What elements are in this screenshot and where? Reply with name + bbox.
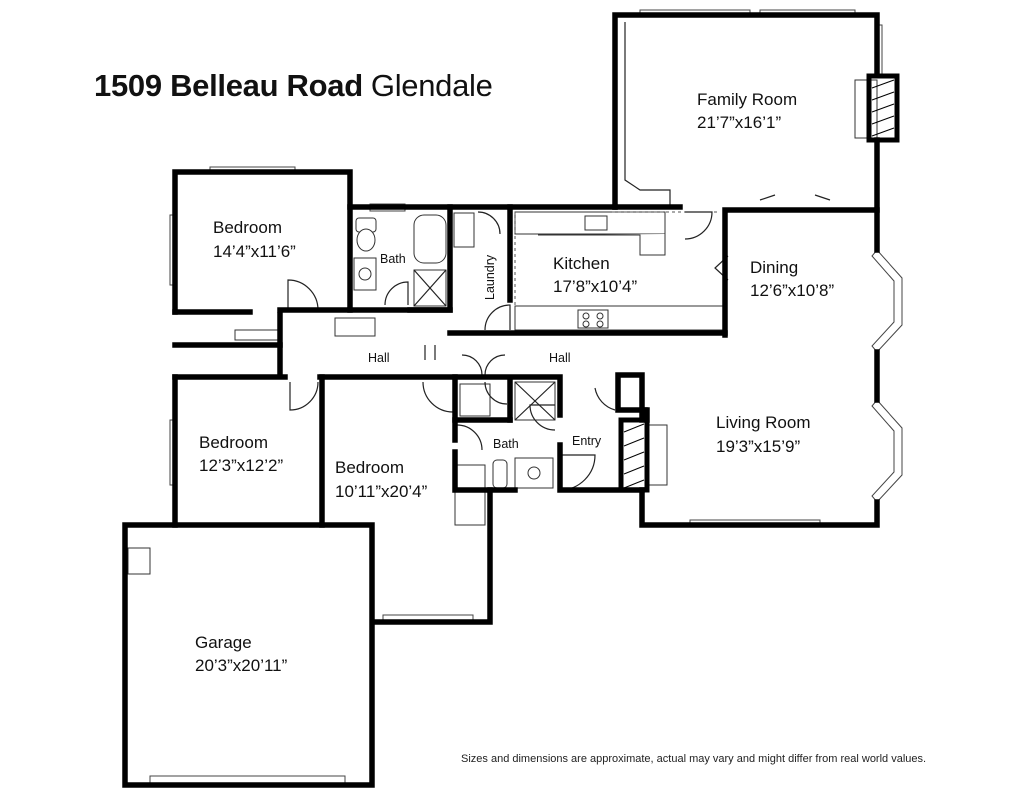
- title-street: 1509 Belleau Road: [94, 68, 363, 103]
- laundry-name: Laundry: [483, 254, 497, 300]
- living-room-name: Living Room: [716, 413, 811, 432]
- bedroom-1-name: Bedroom: [213, 218, 282, 237]
- garage-size: 20’3”x20’11”: [195, 656, 288, 675]
- hall-2-name: Hall: [549, 351, 571, 365]
- entry-name: Entry: [572, 434, 602, 448]
- kitchen-size: 17’8”x10’4”: [553, 277, 637, 296]
- walls: [122, 12, 880, 788]
- dining-name: Dining: [750, 258, 798, 277]
- dining-size: 12’6”x10’8”: [750, 281, 834, 300]
- living-room-size: 19’3”x15’9”: [716, 437, 800, 456]
- bath-2-name: Bath: [493, 437, 519, 451]
- disclaimer-text: Sizes and dimensions are approximate, ac…: [461, 753, 927, 765]
- family-room-name: Family Room: [697, 90, 797, 109]
- kitchen-name: Kitchen: [553, 254, 610, 273]
- bedroom-2-name: Bedroom: [199, 433, 268, 452]
- bath-1-name: Bath: [380, 252, 406, 266]
- room-labels: Family Room 21’7”x16’1” Bedroom 14’4”x11…: [195, 90, 834, 675]
- family-room-size: 21’7”x16’1”: [697, 113, 781, 132]
- garage-name: Garage: [195, 633, 252, 652]
- bedroom-3-size: 10’11”x20’4”: [335, 482, 428, 501]
- bedroom-3-name: Bedroom: [335, 458, 404, 477]
- fireplace-family: [854, 79, 878, 139]
- bedroom-2-size: 12’3”x12’2”: [199, 456, 283, 475]
- title-city: Glendale: [370, 68, 493, 103]
- hall-1-name: Hall: [368, 351, 390, 365]
- bedroom-1-size: 14’4”x11’6”: [213, 242, 296, 261]
